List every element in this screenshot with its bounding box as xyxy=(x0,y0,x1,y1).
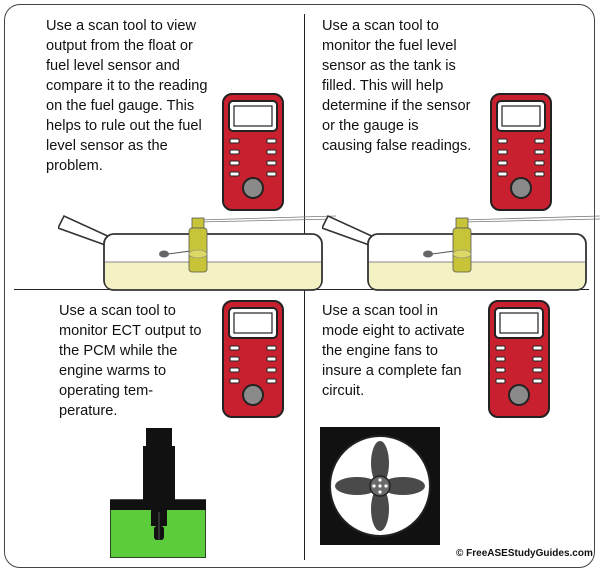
engine-fan xyxy=(320,427,440,545)
scan-tool-icon xyxy=(490,93,552,211)
panel-1-text: Use a scan tool to view output from the … xyxy=(46,18,208,174)
fuel-tank xyxy=(58,215,337,291)
panel-3-text: Use a scan tool to monitor ECT output to… xyxy=(59,303,202,419)
scan-tool-icon xyxy=(488,300,550,418)
ect-sensor xyxy=(110,428,206,558)
scan-tool-icon xyxy=(222,300,284,418)
scan-tool-icon xyxy=(222,93,284,211)
panel-4-text: Use a scan tool in mode eight to activat… xyxy=(322,303,465,399)
panel-2-text: Use a scan tool to monitor the fuel leve… xyxy=(322,18,472,154)
fuel-tank xyxy=(322,215,601,291)
copyright-notice: © FreeASEStudyGuides.com xyxy=(456,548,593,559)
